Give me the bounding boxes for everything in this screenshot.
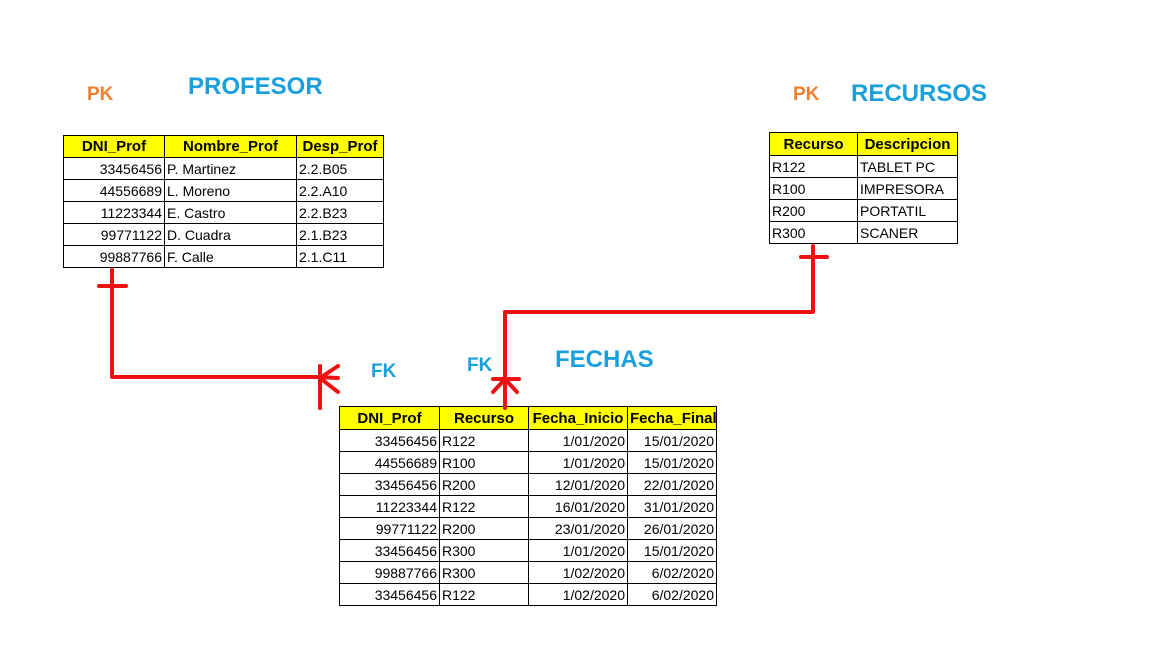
descripcion-cell: PORTATIL: [857, 199, 958, 222]
table-row: R122 TABLET PC: [769, 155, 958, 178]
fecha-final-cell: 22/01/2020: [627, 473, 717, 496]
nombre-cell: F. Calle: [164, 245, 297, 268]
fechas-many-crowfoot: [491, 377, 521, 394]
recurso-cell: R200: [439, 473, 529, 496]
fecha-inicio-cell: 12/01/2020: [528, 473, 628, 496]
recurso-cell: R100: [769, 177, 858, 200]
recurso-cell: R122: [439, 429, 529, 452]
recursos-table: Recurso Descripcion R122 TABLET PC R100 …: [769, 132, 958, 244]
dni-cell: 99887766: [339, 561, 440, 584]
fecha-inicio-cell: 1/02/2020: [528, 583, 628, 606]
recursos-fechas-relationship: [491, 244, 829, 410]
profesor-table: DNI_Prof Nombre_Prof Desp_Prof 33456456 …: [63, 135, 384, 268]
nombre-cell: P. Martinez: [164, 157, 297, 180]
dni-cell: 99771122: [339, 517, 440, 540]
fecha-final-cell: 15/01/2020: [627, 429, 717, 452]
profesor-fechas-line: [110, 268, 340, 380]
dni-cell: 44556689: [339, 451, 440, 474]
profesor-pk-label: PK: [87, 84, 114, 105]
table-row: 99887766 R300 1/02/2020 6/02/2020: [339, 561, 717, 584]
fecha-inicio-cell: 1/02/2020: [528, 561, 628, 584]
fechas-header-row: DNI_Prof Recurso Fecha_Inicio Fecha_Fina…: [339, 406, 717, 430]
recurso-cell: R100: [439, 451, 529, 474]
table-row: 33456456 R200 12/01/2020 22/01/2020: [339, 473, 717, 496]
fecha-final-cell: 15/01/2020: [627, 451, 717, 474]
profesor-title: PROFESOR: [188, 73, 323, 100]
dni-cell: 33456456: [339, 429, 440, 452]
recurso-cell: R122: [439, 495, 529, 518]
recursos-fechas-line: [503, 244, 815, 410]
descripcion-cell: SCANER: [857, 221, 958, 244]
dni-cell: 99887766: [63, 245, 165, 268]
fechas-fk-dni-label: FK: [371, 361, 397, 382]
dni-cell: 33456456: [339, 583, 440, 606]
table-row: 33456456 R122 1/01/2020 15/01/2020: [339, 429, 717, 452]
fecha-final-cell: 6/02/2020: [627, 583, 717, 606]
descripcion-cell: TABLET PC: [857, 155, 958, 178]
column-header: Descripcion: [857, 132, 958, 156]
column-header: Fecha_Inicio: [528, 406, 628, 430]
table-row: 99771122 D. Cuadra 2.1.B23: [63, 223, 384, 246]
recursos-title: RECURSOS: [851, 80, 988, 107]
table-row: 33456456 R122 1/02/2020 6/02/2020: [339, 583, 717, 606]
table-row: R300 SCANER: [769, 221, 958, 244]
table-row: R100 IMPRESORA: [769, 177, 958, 200]
column-header: DNI_Prof: [339, 406, 440, 430]
recurso-cell: R122: [439, 583, 529, 606]
table-row: 11223344 R122 16/01/2020 31/01/2020: [339, 495, 717, 518]
column-header: Fecha_Final: [627, 406, 717, 430]
dni-cell: 33456456: [339, 539, 440, 562]
column-header: Recurso: [439, 406, 529, 430]
recurso-cell: R200: [769, 199, 858, 222]
fecha-final-cell: 31/01/2020: [627, 495, 717, 518]
table-row: 99887766 F. Calle 2.1.C11: [63, 245, 384, 268]
profesor-fechas-relationship: [97, 268, 340, 410]
fechas-table: DNI_Prof Recurso Fecha_Inicio Fecha_Fina…: [339, 406, 717, 606]
nombre-cell: L. Moreno: [164, 179, 297, 202]
dni-cell: 11223344: [63, 201, 165, 224]
dni-cell: 99771122: [63, 223, 165, 246]
despacho-cell: 2.1.C11: [296, 245, 384, 268]
recurso-cell: R122: [769, 155, 858, 178]
recurso-cell: R300: [439, 539, 529, 562]
fecha-final-cell: 6/02/2020: [627, 561, 717, 584]
table-row: 44556689 L. Moreno 2.2.A10: [63, 179, 384, 202]
recursos-pk-label: PK: [793, 84, 820, 105]
column-header: Desp_Prof: [296, 135, 384, 158]
fechas-fk-recurso-label: FK: [467, 355, 493, 376]
recursos-header-row: Recurso Descripcion: [769, 132, 958, 156]
column-header: Recurso: [769, 132, 858, 156]
dni-cell: 33456456: [63, 157, 165, 180]
despacho-cell: 2.2.B23: [296, 201, 384, 224]
fechas-title: FECHAS: [555, 346, 654, 373]
table-row: R200 PORTATIL: [769, 199, 958, 222]
fechas-many-crowfoot: [318, 364, 340, 410]
